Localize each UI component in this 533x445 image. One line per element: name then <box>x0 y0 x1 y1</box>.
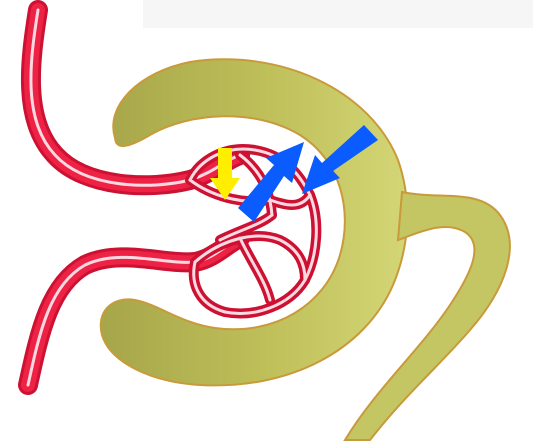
tubule <box>101 59 510 440</box>
